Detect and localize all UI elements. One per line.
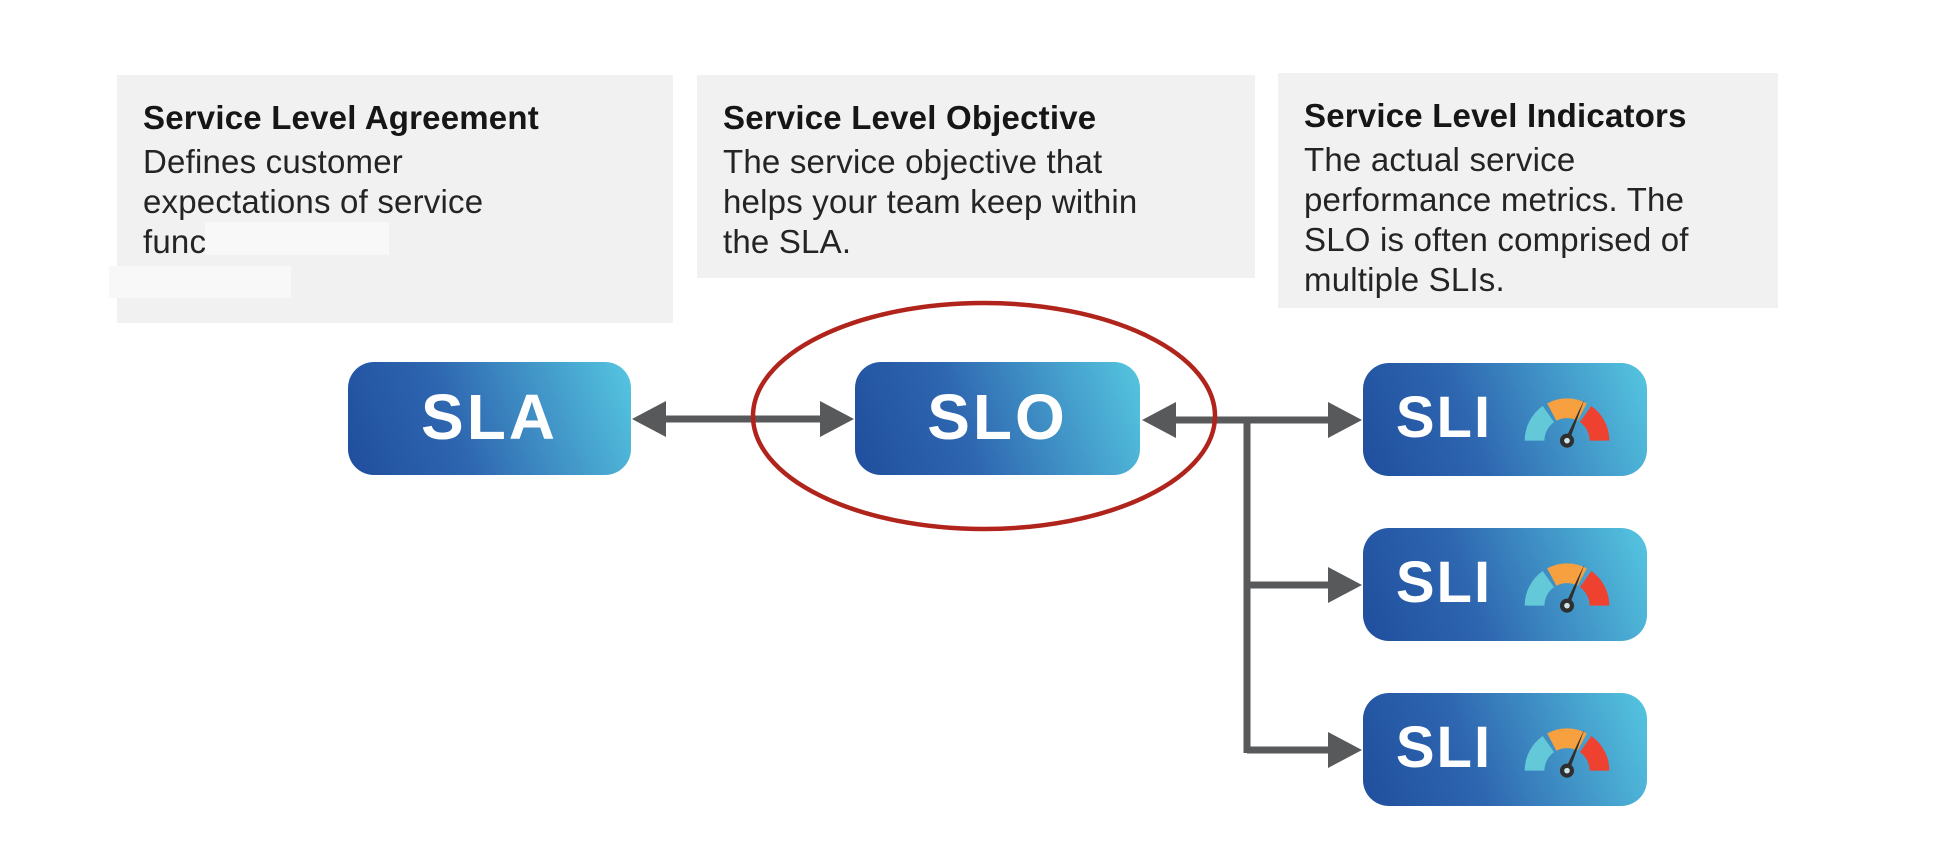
node-sli-2: SLI [1363, 528, 1647, 641]
gauge-icon [1524, 727, 1610, 778]
node-sli-1-label: SLI [1395, 384, 1493, 450]
info-card-slo: Service Level Objective The service obje… [697, 75, 1255, 278]
gauge-icon [1524, 562, 1610, 613]
gauge-icon [1524, 397, 1610, 448]
info-card-slo-title: Service Level Objective [723, 99, 1097, 136]
node-sli-1: SLI [1363, 363, 1647, 476]
node-slo: SLO [855, 362, 1140, 475]
info-card-sla-title: Service Level Agreement [143, 99, 539, 136]
info-card-sli-title: Service Level Indicators [1304, 97, 1687, 134]
arrow-slo-sli-tree [1142, 402, 1362, 768]
info-card-sli-body: The actual service performance metrics. … [1304, 141, 1689, 298]
info-card-sli: Service Level Indicators The actual serv… [1278, 73, 1778, 308]
arrow-sla-slo [632, 401, 854, 437]
node-sli-3: SLI [1363, 693, 1647, 806]
node-sla: SLA [348, 362, 631, 475]
node-sla-label: SLA [421, 380, 558, 453]
info-card-slo-body: The service objective that helps your te… [723, 143, 1138, 260]
redacted-text-strip [109, 266, 291, 298]
node-slo-label: SLO [927, 380, 1068, 453]
node-sli-2-label: SLI [1395, 549, 1493, 615]
redacted-text-strip [205, 222, 389, 255]
node-sli-3-label: SLI [1395, 714, 1493, 780]
